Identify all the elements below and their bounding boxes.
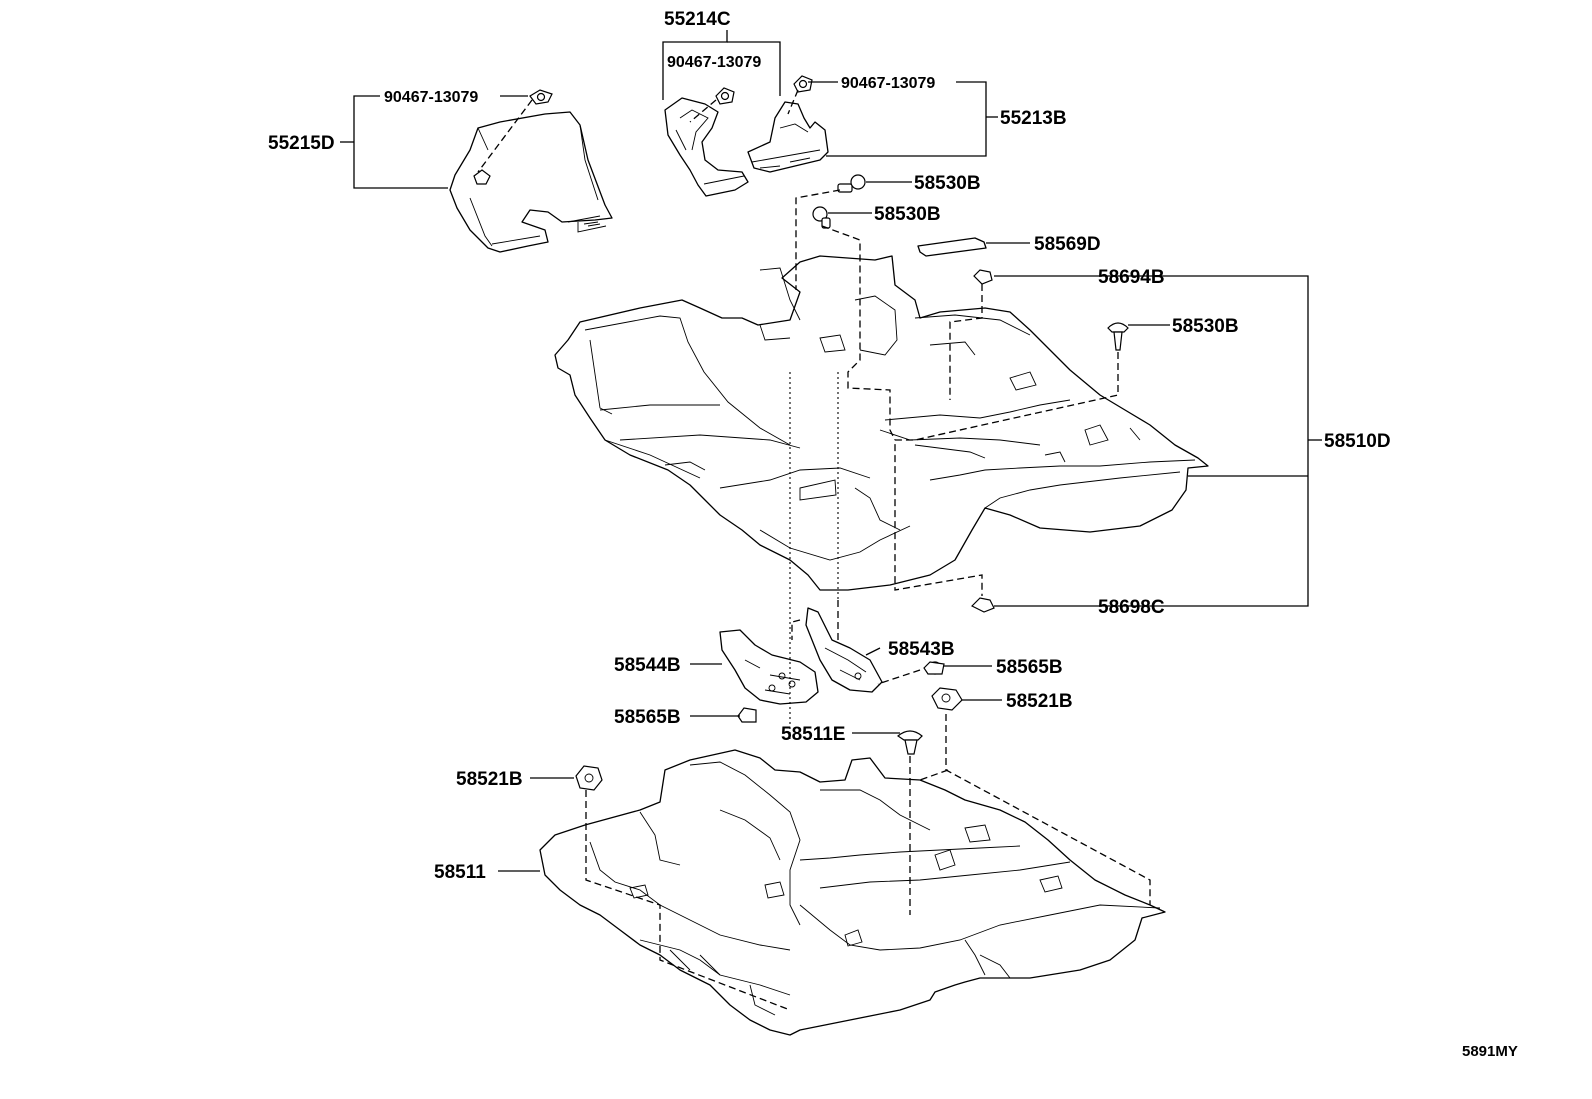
part-55215D-drawing <box>449 111 613 253</box>
clip-58565B-a <box>923 661 945 675</box>
bolt-58530B-a <box>837 174 866 193</box>
clip-90467-13079-in-panel <box>473 169 491 185</box>
clip-90467-13079-a <box>529 89 553 105</box>
clip-90467-13079-c <box>793 75 813 93</box>
label-90467-13079-a: 90467-13079 <box>384 89 478 106</box>
label-58543B: 58543B <box>888 639 955 660</box>
label-58530B-b: 58530B <box>874 204 941 225</box>
clip-58511E <box>896 730 923 755</box>
clip-58698C <box>970 597 995 613</box>
label-58511E: 58511E <box>781 724 845 745</box>
label-58565B-a: 58565B <box>996 657 1063 678</box>
label-58530B-a: 58530B <box>914 173 981 194</box>
part-58543B-drawing <box>805 607 883 693</box>
label-55213B: 55213B <box>1000 108 1067 129</box>
clip-90467-13079-b <box>715 87 735 105</box>
part-55213B-drawing <box>747 101 829 173</box>
label-58565B-b: 58565B <box>614 707 681 728</box>
clip-58521B-b <box>575 765 603 791</box>
label-58521B-a: 58521B <box>1006 691 1073 712</box>
part-58569D-drawing <box>917 237 987 257</box>
label-58569D: 58569D <box>1034 234 1101 255</box>
label-55214C: 55214C <box>664 9 731 30</box>
label-58694B: 58694B <box>1098 267 1165 288</box>
label-58530B-c: 58530B <box>1172 316 1239 337</box>
clip-58694B <box>973 269 993 285</box>
diagram-code: 5891MY <box>1462 1043 1518 1060</box>
label-58510D: 58510D <box>1324 431 1391 452</box>
bolt-58530B-b <box>812 206 831 229</box>
clip-58521B-a <box>931 687 963 711</box>
part-58544B-drawing <box>719 629 819 705</box>
leader-lines <box>340 30 1322 872</box>
label-90467-13079-c: 90467-13079 <box>841 75 935 92</box>
bolt-58530B-c <box>1107 322 1129 351</box>
label-58511: 58511 <box>434 862 486 883</box>
label-55215D: 55215D <box>268 133 335 154</box>
part-55214C-drawing <box>664 97 749 197</box>
label-90467-13079-b: 90467-13079 <box>667 54 761 71</box>
label-58521B-b: 58521B <box>456 769 523 790</box>
part-58510D-drawing <box>554 255 1209 591</box>
label-58544B: 58544B <box>614 655 681 676</box>
label-58698C: 58698C <box>1098 597 1165 618</box>
part-58511-drawing <box>539 749 1166 1036</box>
clip-58565B-b <box>737 707 757 723</box>
install-lines <box>477 89 1151 1011</box>
